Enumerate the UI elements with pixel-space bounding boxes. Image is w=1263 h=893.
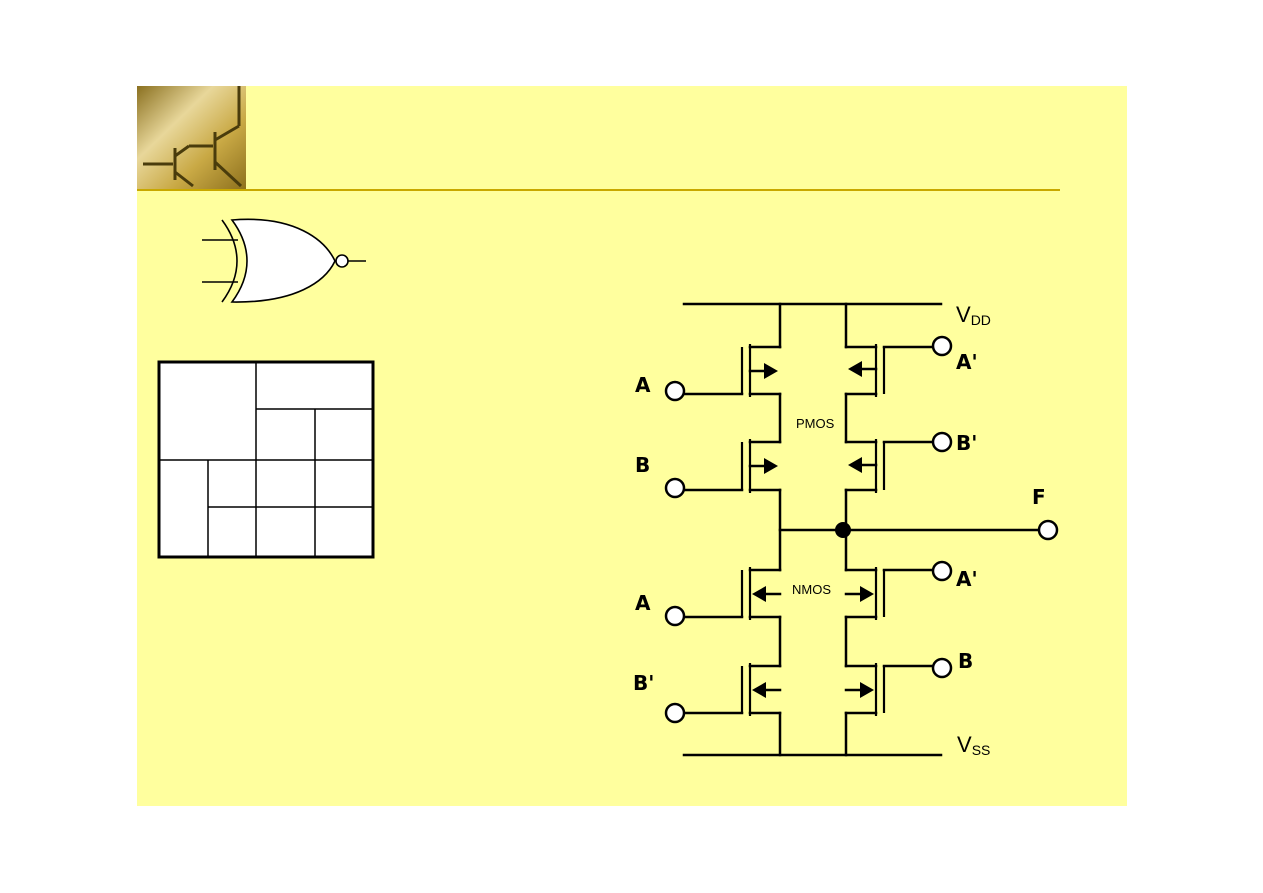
- label-p1-left: A: [635, 373, 651, 397]
- title-rule: [137, 189, 1060, 191]
- input-terminal-bprime-nmos: [664, 702, 686, 724]
- label-pmos: PMOS: [796, 416, 835, 431]
- xnor-gate-icon: [202, 218, 366, 303]
- label-p2-right: B': [956, 431, 977, 455]
- label-p2-left: B: [635, 453, 650, 477]
- input-terminal-b-pmos: [664, 477, 686, 499]
- nmos-transistor-right-1: [844, 567, 936, 620]
- cmos-circuit: A B A B' A' B' A' B F PMOS NMOS VDD VSS: [633, 302, 1059, 758]
- nmos-transistor-left-1: [682, 567, 782, 620]
- pmos-transistor-left-2: [682, 439, 782, 493]
- kmap-grid: [157, 360, 375, 559]
- label-output: F: [1032, 485, 1046, 509]
- label-n1-right: A': [956, 567, 978, 591]
- input-terminal-b-nmos: [931, 657, 953, 679]
- transistor-logo-icon: [137, 86, 246, 191]
- nmos-transistor-right-2: [844, 663, 936, 716]
- pmos-transistor-right-2: [844, 439, 936, 493]
- pmos-transistor-right-1: [844, 344, 936, 397]
- label-n1-left: A: [635, 591, 651, 615]
- label-n2-right: B: [958, 649, 973, 673]
- pmos-transistor-left-1: [682, 344, 782, 397]
- input-terminal-a-pmos: [664, 380, 686, 402]
- input-terminal-aprime-nmos: [931, 560, 953, 582]
- output-node: [835, 522, 851, 538]
- label-n2-left: B': [633, 671, 654, 695]
- input-terminal-bprime-pmos: [931, 431, 953, 453]
- label-nmos: NMOS: [792, 582, 831, 597]
- label-vss: VSS: [957, 732, 990, 758]
- nmos-transistor-left-2: [682, 663, 782, 716]
- label-vdd: VDD: [956, 302, 991, 328]
- output-terminal: [1037, 519, 1059, 541]
- input-terminal-a-nmos: [664, 605, 686, 627]
- label-p1-right: A': [956, 350, 978, 374]
- input-terminal-aprime-pmos: [931, 335, 953, 357]
